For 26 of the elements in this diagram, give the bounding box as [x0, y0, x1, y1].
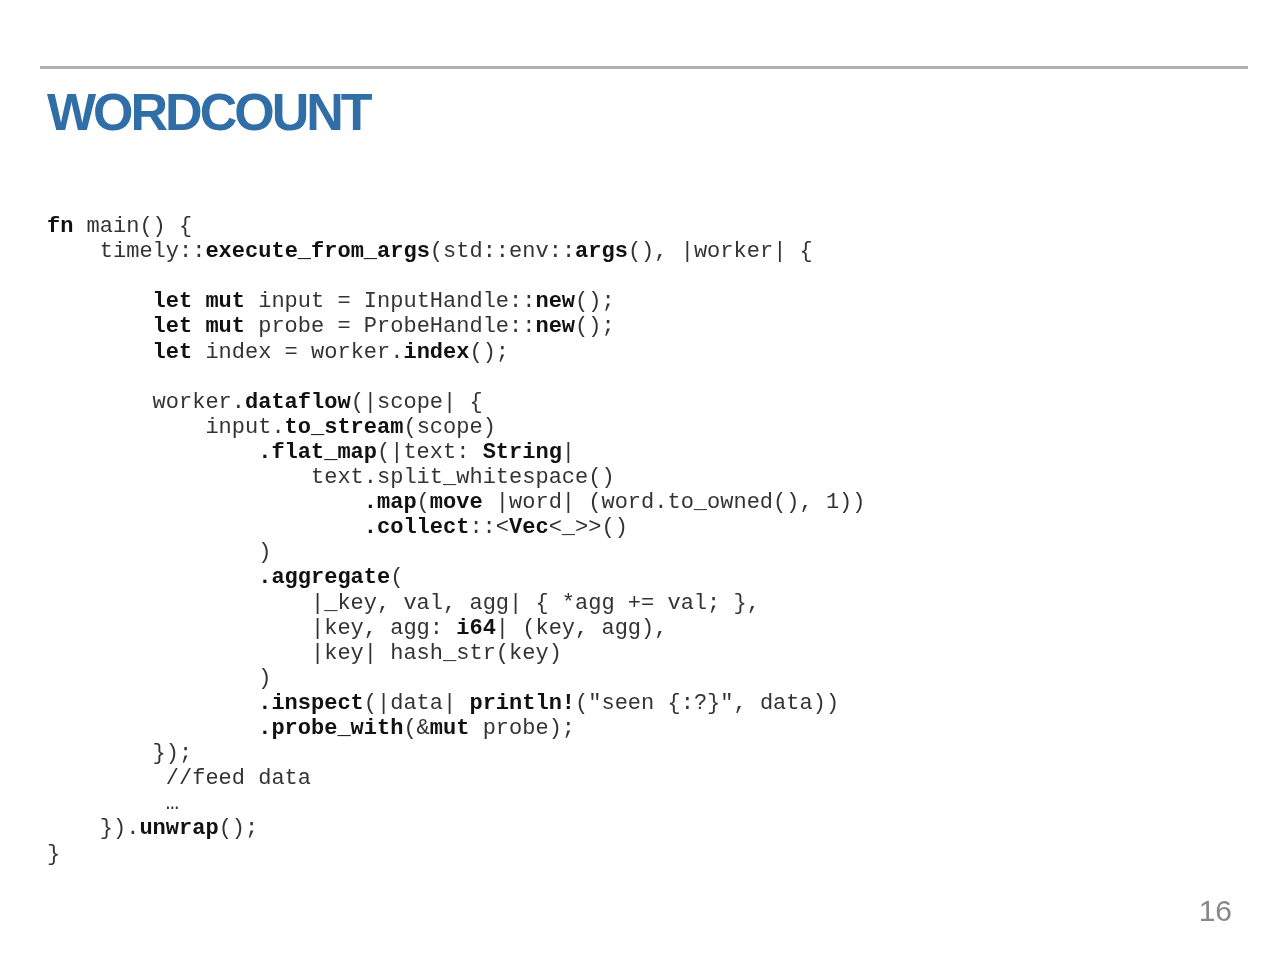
code-line: input.to_stream(scope)	[205, 414, 496, 440]
code-line: }).unwrap();	[99, 816, 259, 842]
slide-title: WORDCOUNT	[47, 82, 370, 142]
page-number: 16	[1198, 894, 1232, 928]
code-line: .collect::<Vec<_>>()	[363, 515, 628, 541]
code-line: .aggregate(	[258, 565, 404, 591]
code-line: //feed data	[165, 766, 312, 792]
code-line: text.split_whitespace()	[311, 465, 615, 490]
code-line: |_key, val, agg| { *agg += val; },	[311, 590, 760, 616]
code-line: .map(move |word| (word.to_owned(), 1))	[363, 490, 866, 516]
code-line: });	[152, 741, 193, 767]
code-line: .probe_with(&mut probe);	[258, 716, 576, 741]
code-line: let mut input = InputHandle::new();	[152, 289, 615, 315]
code-line: fn main() {	[47, 214, 193, 239]
code-line: let mut probe = ProbeHandle::new();	[152, 314, 615, 340]
code-line: )	[258, 540, 272, 566]
code-line: |key, agg: i64| (key, agg),	[311, 615, 668, 641]
code-line: |key| hash_str(key)	[311, 640, 562, 666]
code-line: )	[258, 665, 272, 691]
code-line: worker.dataflow(|scope| {	[152, 389, 483, 415]
code-line: }	[47, 841, 61, 867]
code-line: let index = worker.index();	[152, 339, 510, 365]
code-line: .inspect(|data| println!("seen {:?}", data))	[258, 690, 840, 716]
code-line: …	[165, 791, 179, 817]
code-line: .flat_map(|text: String|	[258, 439, 576, 465]
code-line: timely::execute_from_args(std::env::args(), |worker| {	[99, 239, 813, 265]
